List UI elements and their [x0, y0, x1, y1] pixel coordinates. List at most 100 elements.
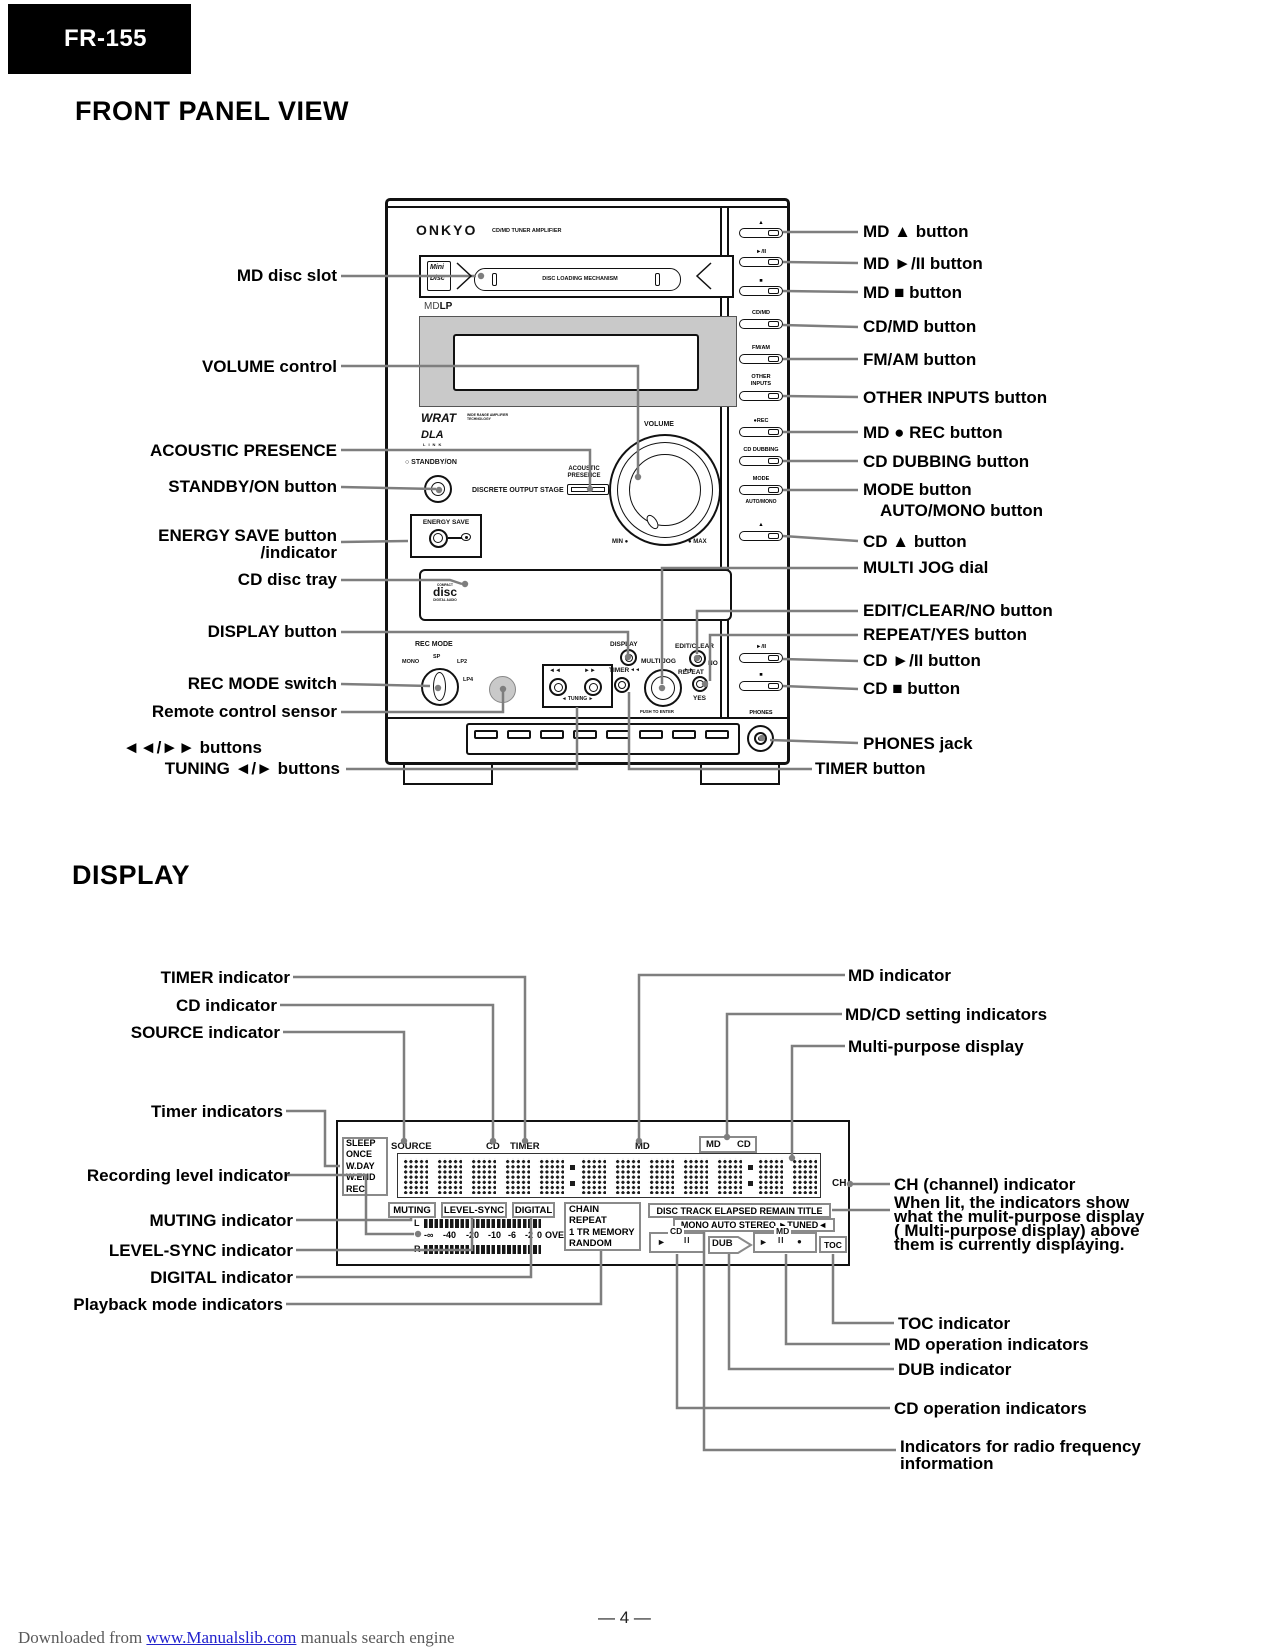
- cd-eject-button[interactable]: [739, 531, 783, 541]
- device-bottom-strip-line: [388, 717, 787, 719]
- cd-dubbing-button-label: CD DUBBING: [743, 447, 779, 453]
- cd-stop-button-label: ■: [759, 672, 763, 678]
- display-button-label: DISPLAY: [610, 641, 638, 648]
- sleep-indicator: SLEEP: [346, 1137, 376, 1148]
- md-play-button-label: ►/II: [755, 249, 767, 255]
- matrix-cell: [682, 1158, 708, 1194]
- minidisc-logo: Mini Disc: [427, 261, 451, 291]
- disc-slot-text: DISC LOADING MECHANISM: [542, 276, 618, 282]
- md-rec-button[interactable]: [739, 427, 783, 437]
- multi-jog-label: MULTI JOG: [641, 658, 676, 665]
- tuning-label: ◄ TUNING ►: [561, 696, 594, 702]
- callout-timer-indicator: TIMER indicator: [160, 968, 290, 987]
- callout-other-inputs-button: OTHER INPUTS button: [863, 388, 1048, 407]
- other-inputs-label2: INPUTS: [750, 381, 772, 387]
- callout-md-indicator: MD indicator: [848, 966, 951, 985]
- energy-save-indicator-dot: [464, 536, 468, 539]
- md-stop-button-label: ■: [759, 278, 763, 284]
- callout-cd-play-button: CD ►/II button: [863, 651, 981, 670]
- mode-button[interactable]: [739, 485, 783, 495]
- other-inputs-button[interactable]: [739, 391, 783, 401]
- meter-scale-10: -10: [488, 1230, 502, 1240]
- callout-cd-disc-tray: CD disc tray: [237, 570, 337, 589]
- md-stop-button[interactable]: [739, 286, 783, 296]
- cd-disc-tray[interactable]: [419, 569, 732, 621]
- display-window: [453, 334, 699, 391]
- cd-stop-button[interactable]: [739, 681, 783, 691]
- callout-playback-mode-indicators: Playback mode indicators: [73, 1295, 283, 1314]
- callout-indicator-note: When lit, the indicators show what the m…: [894, 1193, 1144, 1253]
- callout-auto-mono-button: AUTO/MONO button: [880, 501, 1044, 520]
- callout-fm-am-button: FM/AM button: [863, 350, 977, 369]
- meter-scale-inf: -∞: [424, 1230, 434, 1240]
- volume-min-label: MIN ●: [612, 539, 629, 545]
- mdlp-logo: MDLP: [424, 301, 452, 312]
- cd-play-button[interactable]: [739, 653, 783, 663]
- vent-slot: [507, 730, 531, 739]
- matrix-cell: [402, 1158, 428, 1194]
- wrat-logo: WRAT: [421, 411, 457, 425]
- callout-rec-mode-switch: REC MODE switch: [187, 674, 337, 693]
- matrix-cell: [648, 1158, 674, 1194]
- ch-indicator: CH: [832, 1178, 847, 1189]
- callout-timer-indicators: Timer indicators: [151, 1102, 283, 1121]
- matrix-cell: [791, 1158, 817, 1194]
- callout-timer-button: TIMER button: [815, 759, 926, 778]
- callout-multi-jog-dial: MULTI JOG dial: [863, 558, 989, 577]
- meter-scale-6: -6: [508, 1230, 517, 1240]
- multi-jog-dial-inner: [651, 676, 675, 700]
- vent-slot: [672, 730, 696, 739]
- repeat-label: REPEAT: [678, 669, 704, 676]
- display-section-title: DISPLAY: [72, 860, 191, 890]
- rec-mode-mono: MONO: [402, 659, 420, 665]
- acoustic-line2: PRESENCE: [567, 473, 601, 479]
- cd-pause-indicator-icon: II: [684, 1236, 691, 1245]
- source-indicator: SOURCE: [391, 1141, 432, 1152]
- note-line-1: When lit, the indicators show: [894, 1193, 1130, 1212]
- md-eject-button-label: ▲: [758, 220, 764, 226]
- meter-right-label: R: [414, 1244, 421, 1254]
- timer-indicator: TIMER: [510, 1141, 540, 1152]
- md-play-indicator-icon: ►: [759, 1237, 768, 1247]
- vent-slot: [705, 730, 729, 739]
- minidisc-logo-line2: Disc: [430, 275, 445, 282]
- cd-md-button[interactable]: [739, 319, 783, 329]
- acoustic-line1: ACOUSTIC: [568, 466, 600, 472]
- callout-radio-info-line1: Indicators for radio frequency: [900, 1437, 1141, 1456]
- edit-clear-button-inner: [693, 654, 702, 663]
- timer-mode-indicators: SLEEP ONCE W.DAY W.END REC: [342, 1137, 388, 1196]
- energy-save-link-line: [448, 537, 462, 539]
- fm-am-button[interactable]: [739, 354, 783, 364]
- matrix-colon-dot: [748, 1181, 753, 1186]
- callout-standby-button: STANDBY/ON button: [168, 477, 337, 496]
- yes-label: YES: [693, 695, 707, 702]
- md-disc-slot[interactable]: [474, 268, 681, 291]
- wrat-subtitle: WIDE RANGE AMPLIFIER TECHNOLOGY: [467, 413, 509, 421]
- meter-scale-20: -20: [466, 1230, 480, 1240]
- callout-display-button: DISPLAY button: [207, 622, 337, 641]
- md-ops-label: MD: [774, 1226, 792, 1236]
- callout-phones-jack: PHONES jack: [863, 734, 973, 753]
- callout-tuning-buttons: TUNING ◄/► buttons: [164, 759, 340, 778]
- meter-left-label: L: [414, 1218, 420, 1228]
- display-button-inner: [624, 653, 633, 662]
- footer-link[interactable]: www.Manualslib.com: [146, 1628, 297, 1647]
- callout-radio-info-line2: information: [900, 1454, 994, 1473]
- meter-right-blocks: [424, 1245, 541, 1254]
- mdlp-suffix: LP: [439, 301, 453, 312]
- footer-suffix: manuals search engine: [296, 1628, 455, 1647]
- md-play-button[interactable]: [739, 257, 783, 267]
- cd-indicator: CD: [486, 1141, 500, 1152]
- md-indicator: MD: [635, 1141, 650, 1152]
- matrix-cell: [470, 1158, 496, 1194]
- callout-level-sync-indicator: LEVEL-SYNC indicator: [108, 1241, 293, 1260]
- callout-cd-eject-button: CD ▲ button: [863, 532, 967, 551]
- compact-disc-logo: COMPACT disc DIGITAL AUDIO: [429, 583, 461, 602]
- brand-logo: ONKYO: [416, 222, 478, 238]
- cd-dubbing-button[interactable]: [739, 456, 783, 466]
- device-foot-right: [700, 763, 780, 785]
- volume-label: VOLUME: [644, 421, 674, 428]
- wday-indicator: W.DAY: [346, 1160, 375, 1171]
- md-eject-button[interactable]: [739, 228, 783, 238]
- callout-md-disc-slot: MD disc slot: [236, 266, 337, 285]
